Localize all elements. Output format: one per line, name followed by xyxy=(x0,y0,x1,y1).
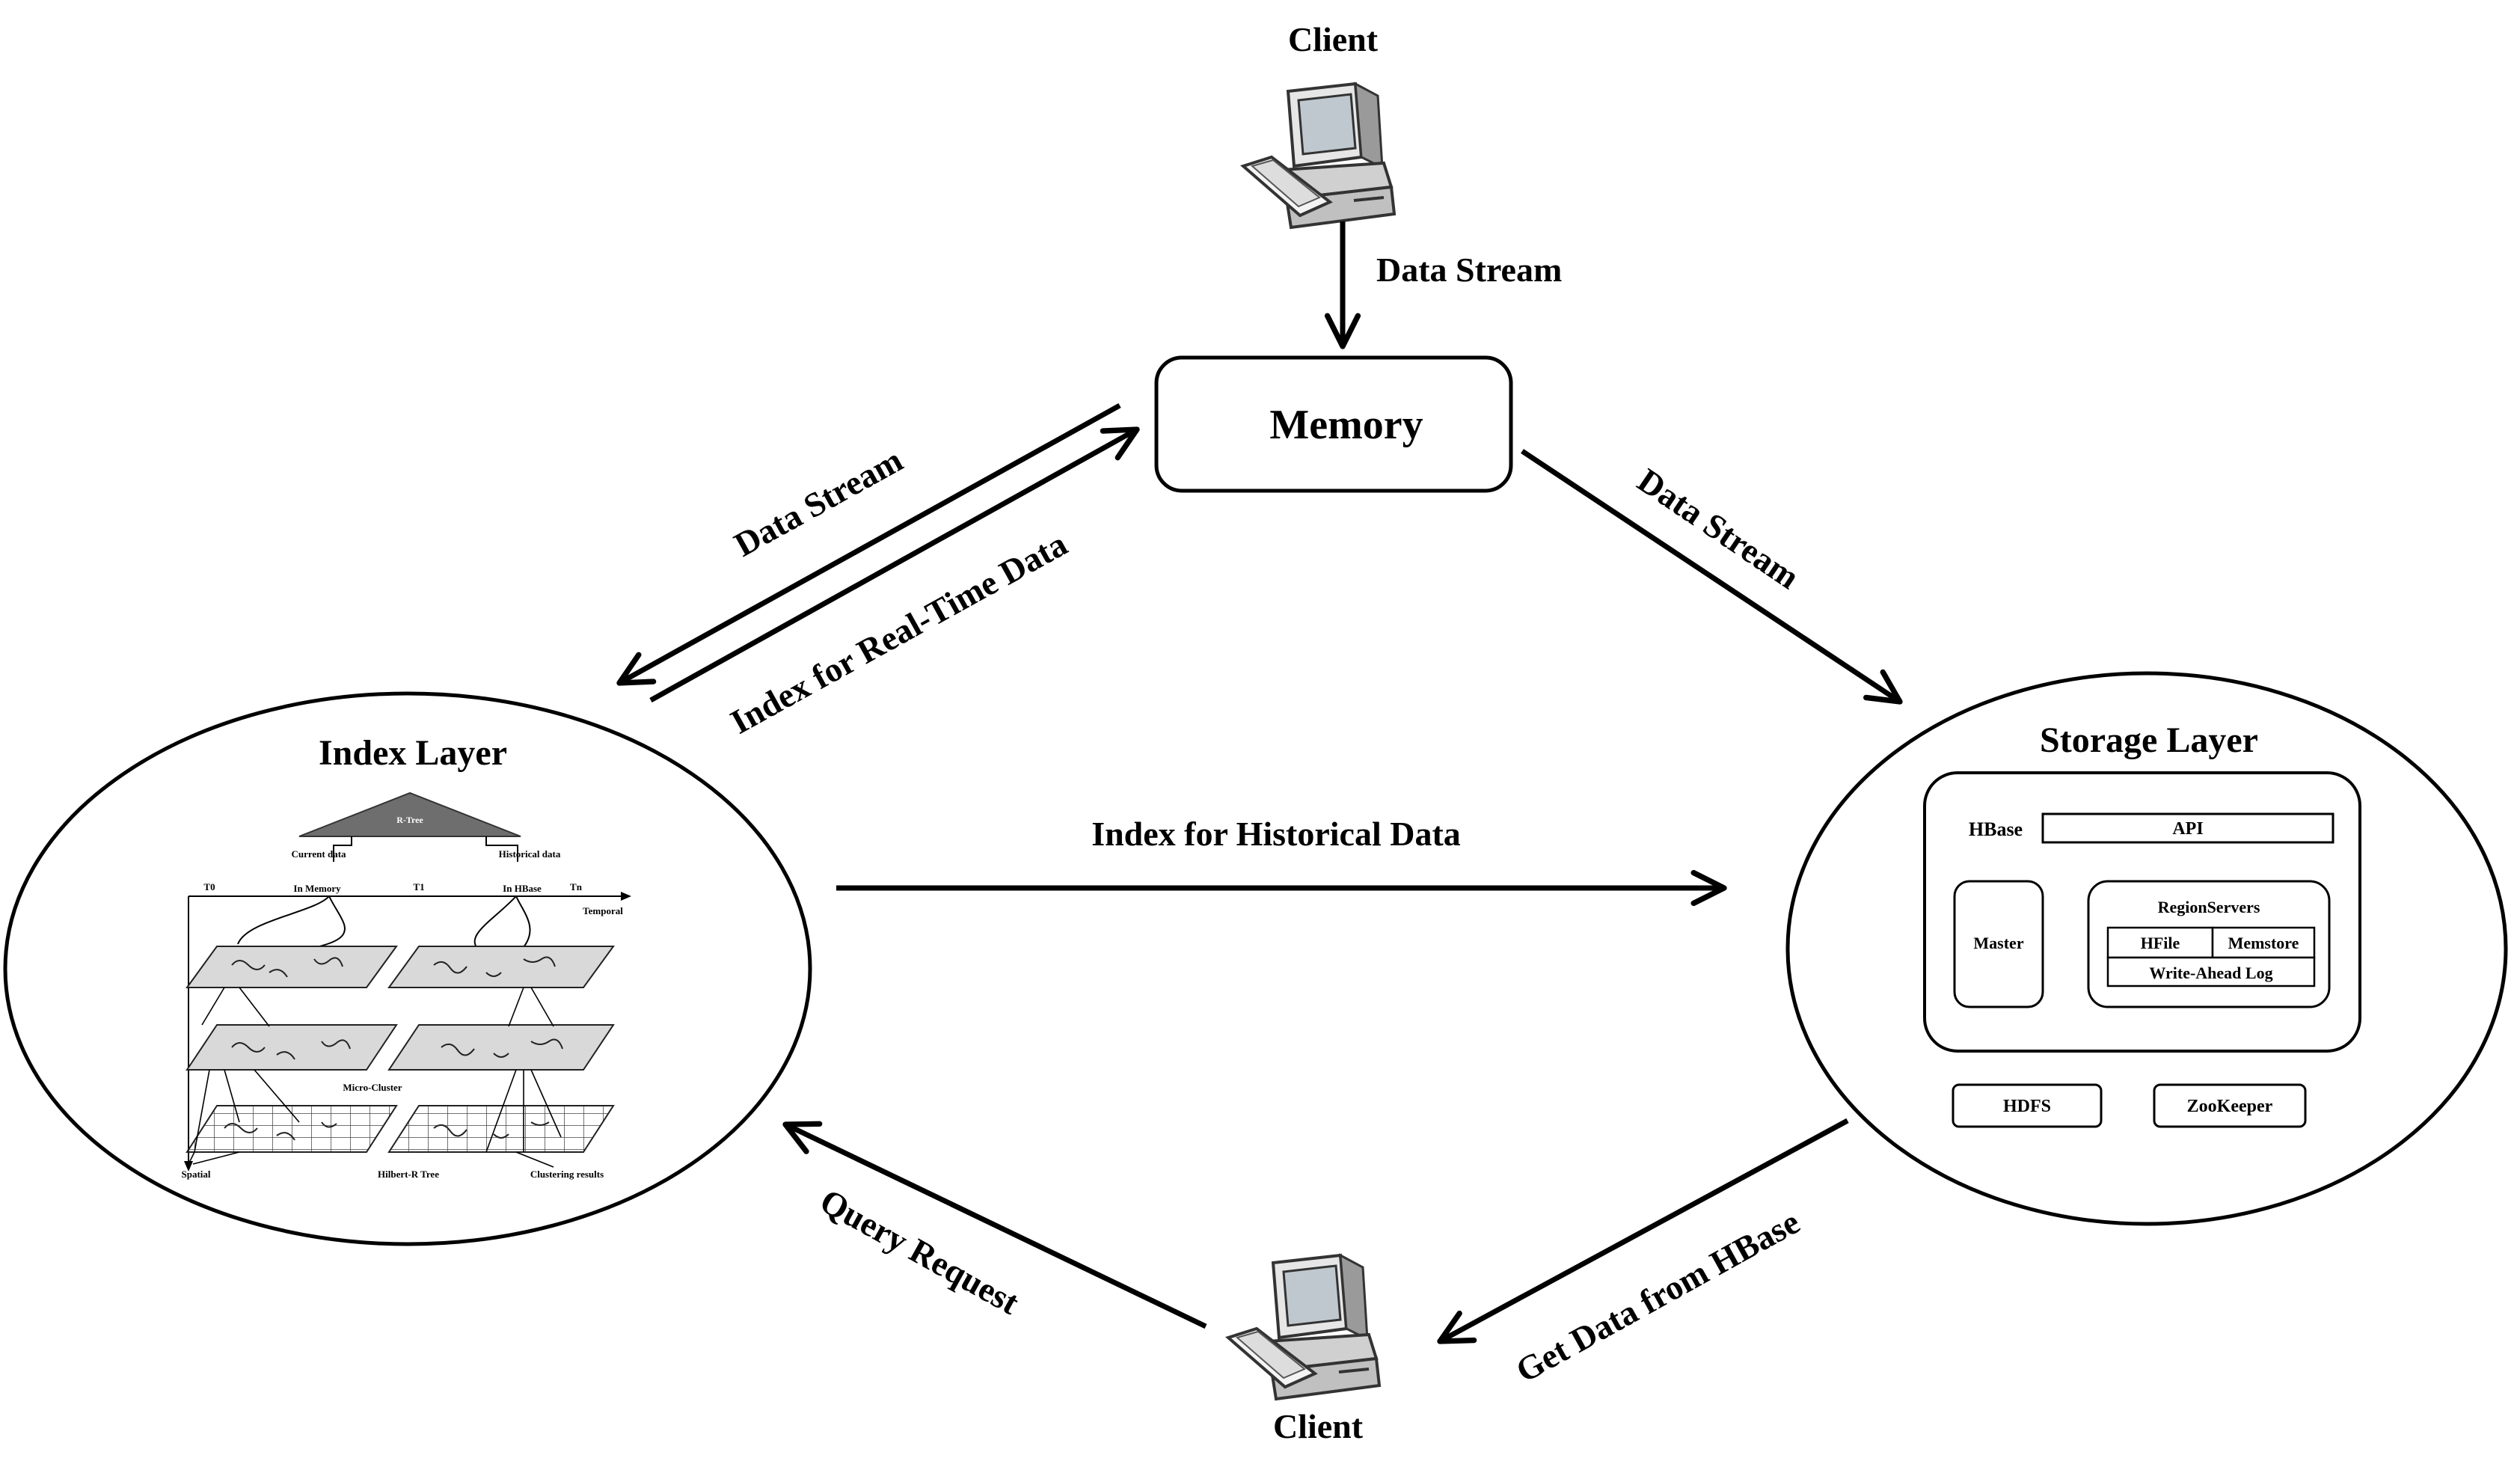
micro-cluster-label: Micro-Cluster xyxy=(343,1082,402,1093)
edge-memory-to-storage: Data Stream xyxy=(1521,449,1903,705)
hilbert-r-tree-label: Hilbert-R Tree xyxy=(378,1169,439,1180)
spatial-label: Spatial xyxy=(181,1169,210,1180)
memstore-box xyxy=(2211,926,2316,959)
in-hbase-label: In HBase xyxy=(503,883,542,894)
t0-label: T0 xyxy=(203,881,215,892)
memstore-label: Memstore xyxy=(2228,934,2299,952)
clustering-results-label: Clustering results xyxy=(530,1169,604,1180)
computer-icon xyxy=(1224,1253,1382,1401)
axes: T0 T1 Tn Temporal xyxy=(184,881,631,1172)
r-tree-label: R-Tree xyxy=(396,815,423,825)
regionservers-label: RegionServers xyxy=(2158,898,2260,916)
hfile-label: HFile xyxy=(2141,934,2180,952)
bottom-client-label: Client xyxy=(1273,1407,1364,1445)
api-box xyxy=(2041,812,2334,844)
edge-index-to-storage: Index for Historical Data xyxy=(836,815,1727,907)
in-memory-label: In Memory xyxy=(293,883,341,894)
r-tree-figure: R-Tree Current data Historical data In M… xyxy=(291,791,561,894)
master-label: Master xyxy=(1973,934,2023,952)
storage-layer: Storage Layer HBase API Master RegionSer… xyxy=(1785,671,2508,1226)
wal-label: Write-Ahead Log xyxy=(2149,964,2272,982)
historical-data-label: Historical data xyxy=(499,848,561,860)
temporal-label: Temporal xyxy=(583,905,623,916)
edge-label-index-to-storage: Index for Historical Data xyxy=(1091,815,1461,853)
hbase-label: HBase xyxy=(1969,818,2023,840)
top-client: Client xyxy=(1239,20,1397,230)
master-box xyxy=(1953,880,2044,1008)
tn-label: Tn xyxy=(570,881,583,892)
current-data-label: Current data xyxy=(291,848,346,860)
edge-label-client-to-memory: Data Stream xyxy=(1376,251,1562,289)
t1-label: T1 xyxy=(413,881,424,892)
zookeeper-label: ZooKeeper xyxy=(2187,1097,2273,1116)
memory-node: Memory xyxy=(1154,355,1513,493)
edge-label-storage-to-client: Get Data from HBase xyxy=(1509,1202,1806,1389)
index-layer: Index Layer R-Tree Current data Historic… xyxy=(3,691,812,1246)
wal-box xyxy=(2106,956,2316,987)
storage-layer-title: Storage Layer xyxy=(2040,720,2258,760)
spatial-planes xyxy=(186,946,615,1168)
top-client-label: Client xyxy=(1288,20,1379,58)
edge-label-memory-to-index: Data Stream xyxy=(728,441,909,564)
memory-label: Memory xyxy=(1269,402,1423,448)
index-layer-title: Index Layer xyxy=(319,733,507,773)
hfile-box xyxy=(2106,926,2214,959)
bottom-client: Client xyxy=(1224,1253,1382,1445)
edge-client-to-memory: Data Stream xyxy=(1324,221,1562,349)
computer-icon xyxy=(1239,82,1397,230)
edge-client-to-index: Query Request xyxy=(782,1121,1207,1329)
hdfs-label: HDFS xyxy=(2003,1097,2051,1116)
zookeeper-box xyxy=(2153,1083,2307,1128)
edge-label-client-to-index: Query Request xyxy=(814,1181,1026,1322)
edge-label-memory-to-storage: Data Stream xyxy=(1631,461,1806,596)
api-label: API xyxy=(2172,819,2203,839)
hdfs-box xyxy=(1952,1083,2103,1128)
edge-storage-to-client: Get Data from HBase xyxy=(1437,1118,1849,1390)
